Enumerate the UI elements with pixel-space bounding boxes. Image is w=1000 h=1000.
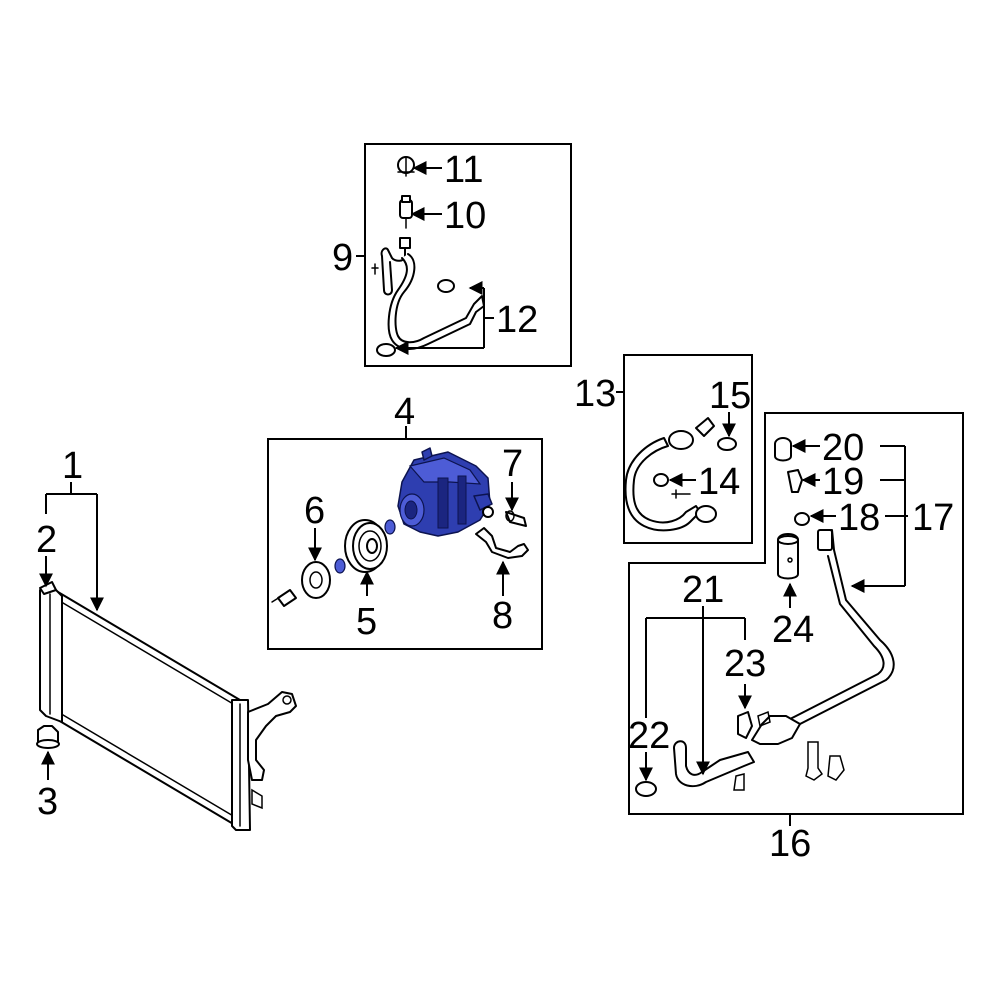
callout-11[interactable]: 11	[444, 149, 483, 191]
hose-assembly-9[interactable]	[371, 237, 485, 357]
callout-13[interactable]: 13	[574, 373, 616, 415]
o-ring-18[interactable]	[794, 512, 810, 526]
callout-6[interactable]: 6	[304, 490, 325, 532]
clutch-bolt[interactable]	[271, 589, 297, 607]
callout-2[interactable]: 2	[36, 519, 57, 561]
compressor-4[interactable]	[397, 447, 493, 537]
callout-4[interactable]: 4	[394, 391, 415, 433]
condenser-mount-3[interactable]	[36, 725, 60, 749]
switch-7[interactable]	[482, 506, 527, 527]
hose-assembly-13[interactable]	[624, 417, 737, 532]
callout-22[interactable]: 22	[628, 715, 670, 757]
callout-3[interactable]: 3	[37, 781, 58, 823]
callout-21[interactable]: 21	[682, 569, 724, 611]
callout-12[interactable]: 12	[496, 299, 538, 341]
clutch-pulley-5[interactable]	[344, 519, 388, 573]
valve-core-19[interactable]	[787, 469, 803, 493]
callout-8[interactable]: 8	[492, 595, 513, 637]
callout-23[interactable]: 23	[724, 643, 766, 685]
clutch-bearing[interactable]	[334, 519, 396, 574]
callout-18[interactable]: 18	[838, 497, 880, 539]
receiver-drier-24[interactable]	[777, 533, 799, 580]
callout-7[interactable]: 7	[502, 443, 523, 485]
clip-11[interactable]	[397, 156, 415, 177]
callout-19[interactable]: 19	[822, 461, 864, 503]
callout-1[interactable]: 1	[62, 445, 83, 487]
o-ring-20[interactable]	[774, 437, 792, 462]
lines-assembly-16[interactable]	[673, 529, 895, 791]
callout-15[interactable]: 15	[709, 375, 751, 417]
clutch-plate-6[interactable]	[301, 561, 331, 599]
valve-23[interactable]	[737, 711, 753, 739]
group-box-hose-13	[623, 354, 753, 544]
condenser-assembly[interactable]	[39, 589, 297, 831]
harness-8[interactable]	[475, 527, 529, 559]
callout-9[interactable]: 9	[332, 237, 353, 279]
callout-5[interactable]: 5	[356, 601, 377, 643]
o-ring-22[interactable]	[635, 781, 657, 797]
callout-10[interactable]: 10	[444, 195, 486, 237]
callout-17[interactable]: 17	[912, 497, 954, 539]
valve-10[interactable]	[399, 195, 413, 229]
callout-16[interactable]: 16	[769, 823, 811, 865]
callout-24[interactable]: 24	[772, 609, 814, 651]
callout-14[interactable]: 14	[698, 461, 740, 503]
group-box-lines-16	[628, 412, 964, 815]
callout-20[interactable]: 20	[822, 427, 864, 469]
